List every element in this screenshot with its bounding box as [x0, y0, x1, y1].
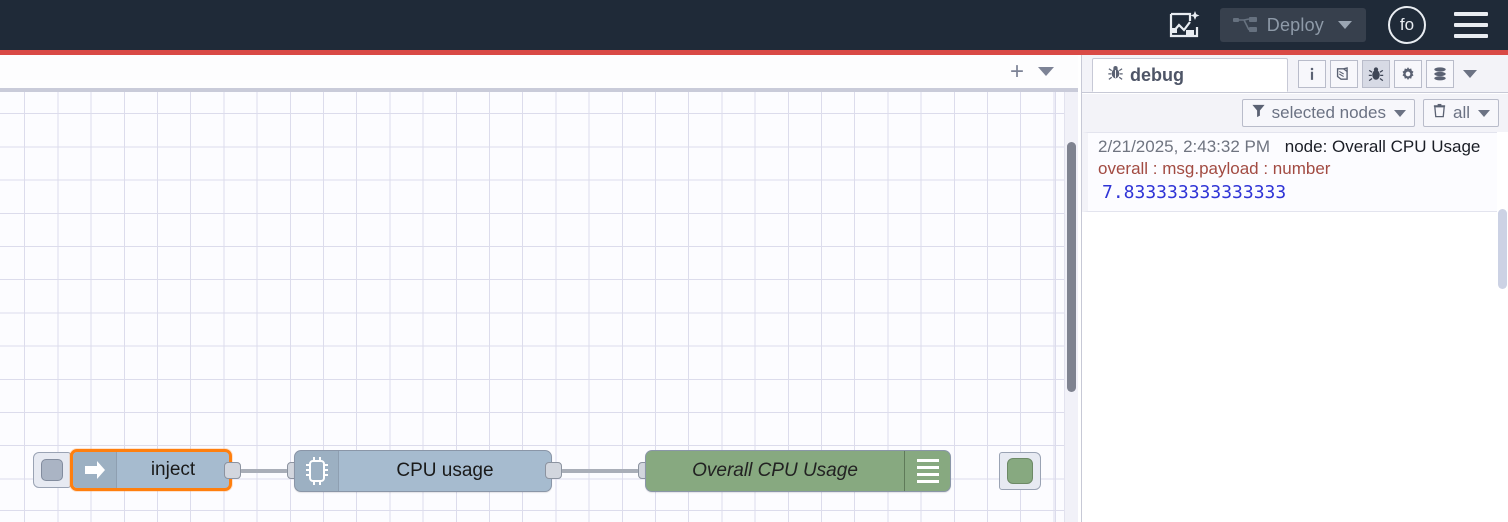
chevron-down-icon[interactable]: [1393, 109, 1406, 117]
user-avatar[interactable]: fo: [1388, 6, 1426, 44]
sidebar-vertical-scrollbar[interactable]: [1497, 132, 1508, 522]
node-inject[interactable]: inject: [70, 449, 232, 491]
node-cpu-usage[interactable]: CPU usage: [294, 450, 552, 492]
sidebar-menu-chevron-down-icon[interactable]: [1463, 70, 1477, 78]
info-icon[interactable]: [1298, 60, 1326, 88]
sidebar-scrollbar-thumb[interactable]: [1498, 209, 1507, 289]
flow-workspace: + inject: [0, 55, 1078, 522]
debug-message-value: 7.833333333333333: [1102, 182, 1287, 203]
flow-list-chevron-down-icon[interactable]: [1038, 67, 1054, 76]
tab-debug[interactable]: debug: [1092, 58, 1288, 92]
chevron-down-icon[interactable]: [1478, 109, 1490, 117]
node-inject-label: inject: [150, 459, 196, 480]
funnel-icon: [1251, 103, 1266, 123]
hamburger-bar: [1454, 34, 1488, 38]
debug-line: [916, 473, 939, 476]
config-gear-icon[interactable]: [1394, 60, 1422, 88]
header-accent-bar: [0, 50, 1508, 55]
canvas-vertical-scrollbar[interactable]: [1064, 92, 1078, 522]
sidebar-tool-group: [1298, 60, 1483, 92]
port-inject-output[interactable]: [224, 462, 241, 479]
debug-bug-icon[interactable]: [1362, 60, 1390, 88]
avatar-initials: fo: [1399, 15, 1415, 34]
debug-node-filter-button[interactable]: selected nodes: [1241, 99, 1415, 127]
debug-message-topic: overall : msg.payload : number: [1098, 159, 1331, 178]
trash-icon: [1432, 103, 1447, 123]
hamburger-bar: [1454, 23, 1488, 27]
node-debug-label: Overall CPU Usage: [692, 460, 858, 481]
deploy-button[interactable]: Deploy: [1219, 8, 1366, 42]
debug-clear-button[interactable]: all: [1422, 99, 1499, 127]
debug-message[interactable]: 2/21/2025, 2:43:32 PM node: Overall CPU …: [1082, 132, 1508, 212]
debug-clear-label: all: [1452, 103, 1470, 122]
app-header: Deploy fo: [0, 0, 1508, 50]
inject-trigger-glyph: [41, 459, 63, 481]
debug-enable-glyph: [1007, 458, 1033, 484]
debug-filter-row: selected nodes all: [1082, 94, 1508, 132]
debug-message-header: 2/21/2025, 2:43:32 PM node: Overall CPU …: [1098, 137, 1503, 157]
bug-icon: [1107, 64, 1124, 86]
debug-message-source-node[interactable]: node: Overall CPU Usage: [1284, 137, 1481, 156]
debug-message-timestamp: 2/21/2025, 2:43:32 PM: [1098, 137, 1271, 156]
port-cpu-output[interactable]: [545, 462, 562, 479]
node-debug-overall-cpu-usage[interactable]: Overall CPU Usage: [645, 450, 951, 492]
inject-arrow-icon: [73, 452, 117, 488]
deploy-label: Deploy: [1266, 14, 1324, 35]
debug-line: [916, 480, 939, 483]
add-flow-button[interactable]: +: [1009, 57, 1024, 85]
canvas-scrollbar-thumb[interactable]: [1067, 142, 1076, 392]
debug-node-filter-label: selected nodes: [1271, 103, 1386, 122]
sidebar-tab-row: debug: [1082, 55, 1508, 93]
debug-line: [916, 466, 939, 469]
hamburger-menu-icon[interactable]: [1454, 12, 1488, 38]
ai-flow-generate-icon[interactable]: [1164, 5, 1204, 45]
tab-debug-label: debug: [1130, 64, 1184, 85]
wire-cpu-to-debug[interactable]: [561, 469, 639, 473]
hamburger-bar: [1454, 12, 1488, 16]
wire-inject-to-cpu[interactable]: [240, 469, 288, 473]
context-data-stack-icon[interactable]: [1426, 60, 1454, 88]
debug-line: [916, 459, 939, 462]
debug-message-list[interactable]: 2/21/2025, 2:43:32 PM node: Overall CPU …: [1082, 132, 1508, 522]
flow-canvas[interactable]: inject CPU usage: [0, 92, 1064, 522]
debug-enable-toggle[interactable]: [999, 452, 1041, 490]
chevron-down-icon[interactable]: [1338, 21, 1352, 29]
cpu-chip-icon: [295, 451, 339, 491]
inject-trigger-button[interactable]: [33, 452, 71, 488]
node-cpu-usage-label: CPU usage: [396, 460, 494, 481]
flow-tab-bar: +: [0, 55, 1078, 92]
deploy-flow-icon: [1232, 16, 1258, 34]
help-book-icon[interactable]: [1330, 60, 1358, 88]
sidebar-panel: debug: [1081, 55, 1508, 522]
debug-lines-icon: [904, 451, 950, 491]
